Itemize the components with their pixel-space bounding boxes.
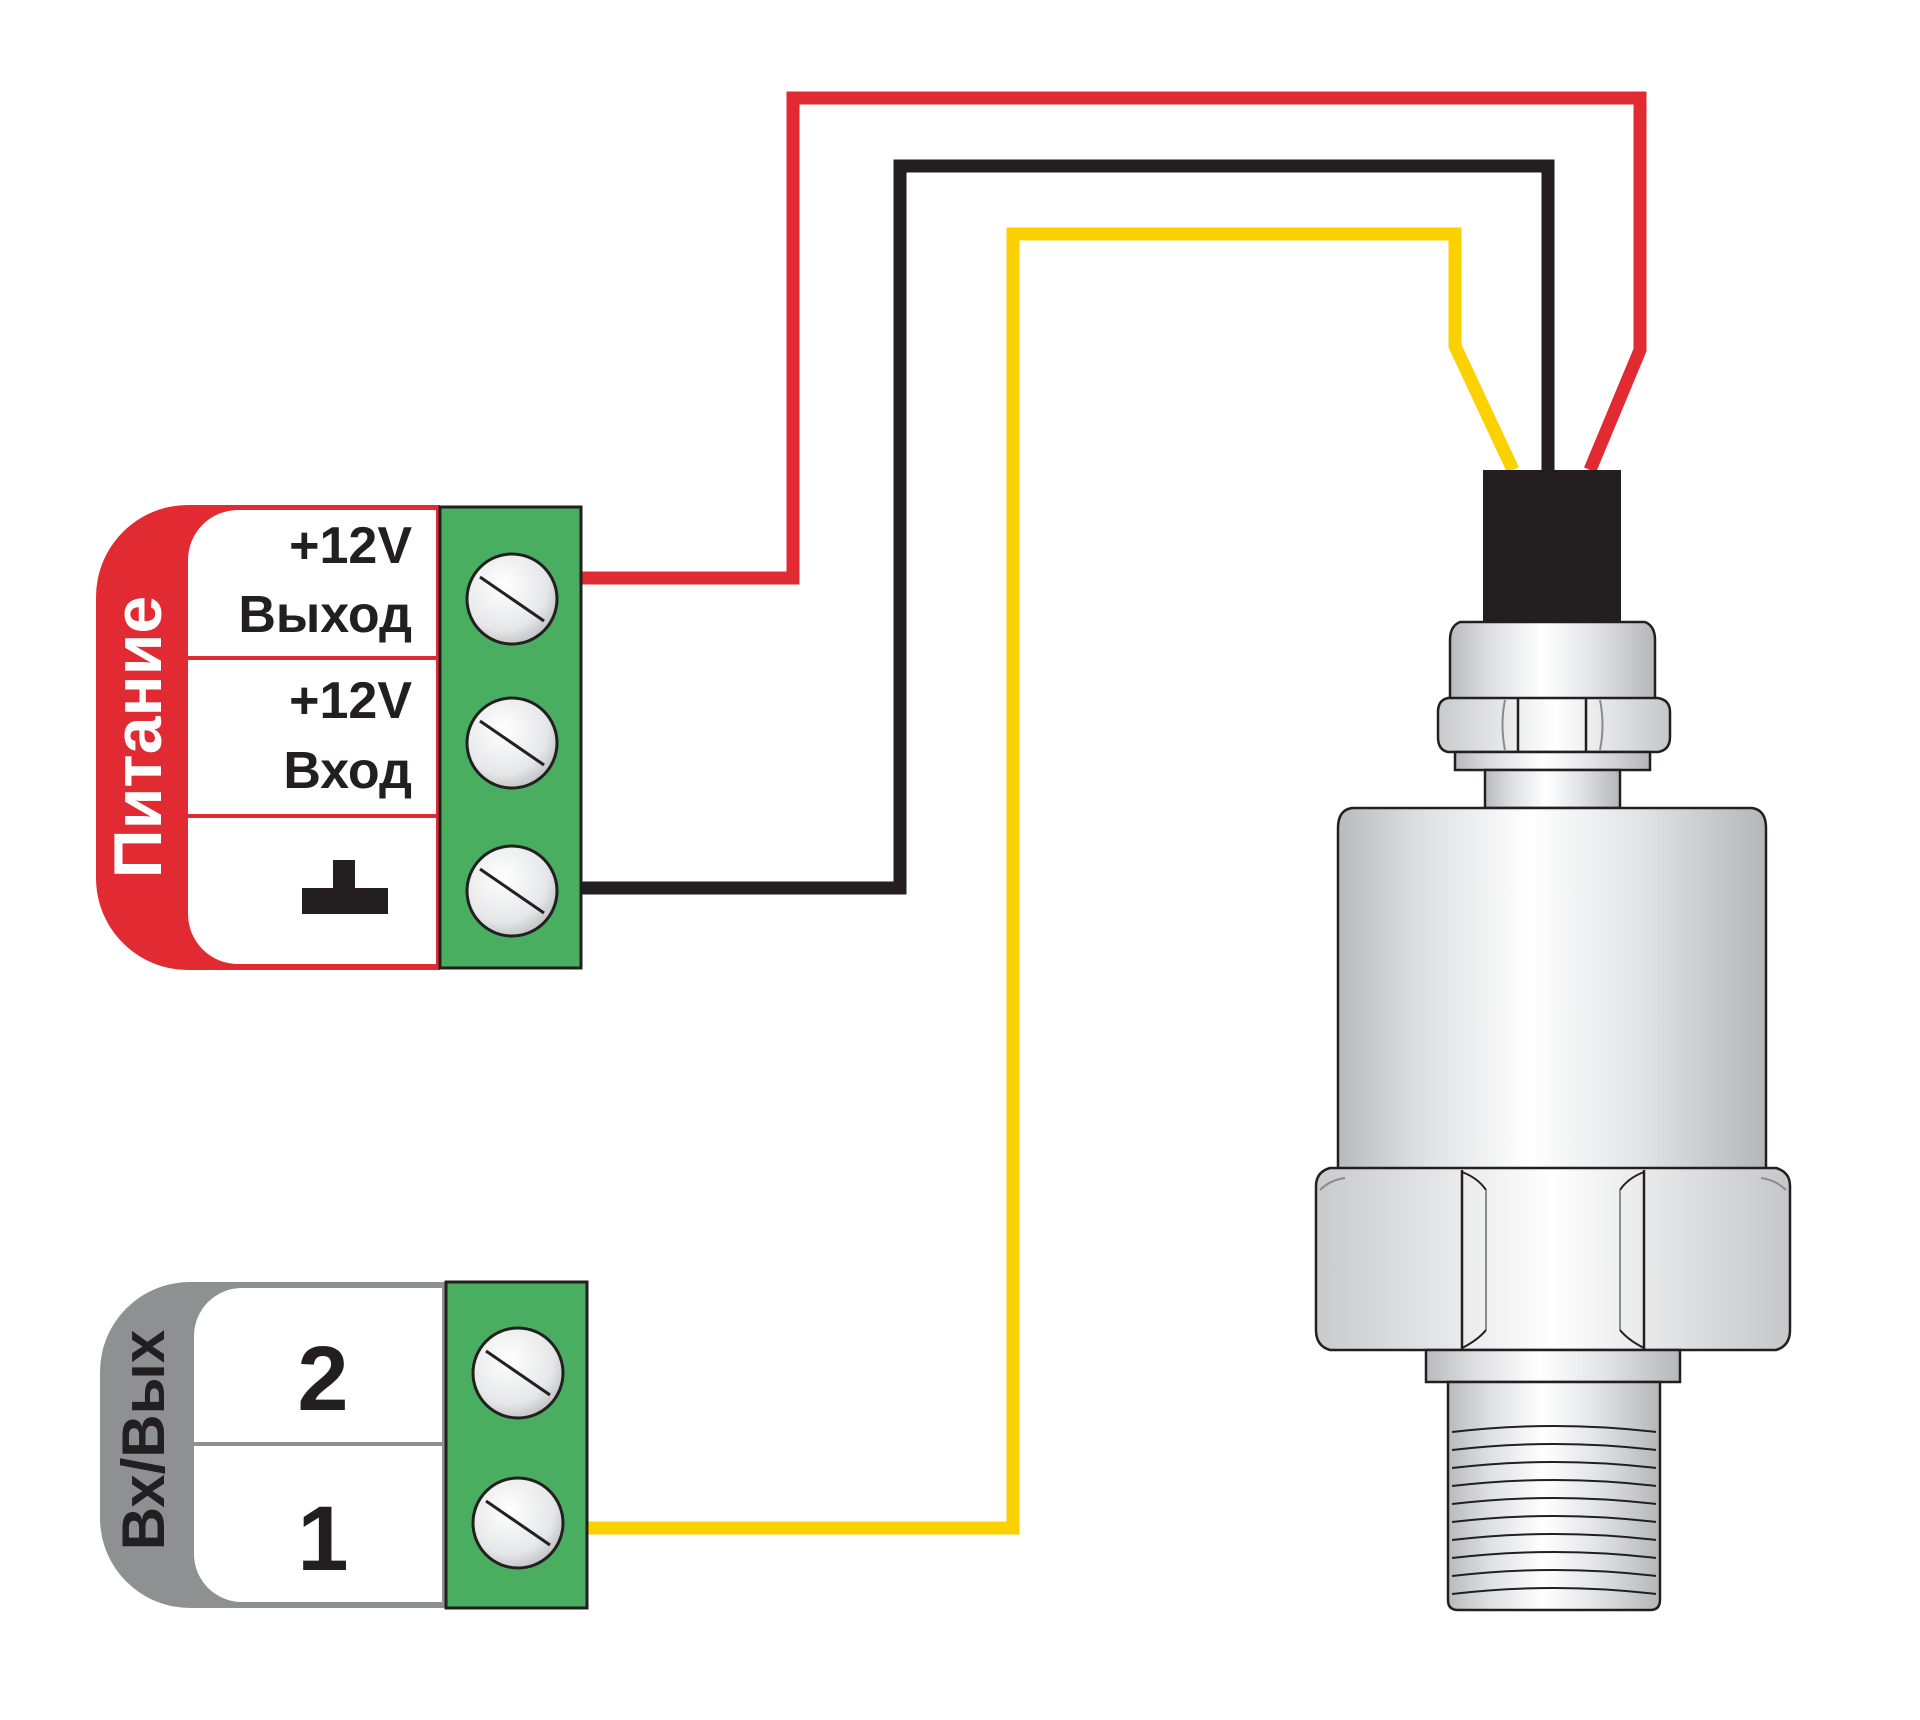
red-wire	[580, 91, 1647, 585]
sensor-small-nut	[1436, 696, 1672, 754]
screw-icon[interactable]	[471, 1476, 565, 1570]
thread-lines	[1451, 1425, 1657, 1595]
black-wire	[580, 159, 1555, 895]
ground-icon	[302, 860, 388, 914]
power-block-panel	[188, 510, 436, 964]
sensor-body	[1336, 806, 1768, 1172]
sensor-neck	[1448, 620, 1657, 704]
screw-icon[interactable]	[465, 552, 559, 646]
pressure-sensor-icon	[1314, 470, 1792, 1612]
power-block: Питание +12V Выход +12V Вход	[96, 505, 583, 970]
terminal-label: +12V	[289, 517, 412, 575]
terminal-number: 1	[297, 1488, 348, 1590]
screw-icon[interactable]	[465, 844, 559, 938]
sensor-large-hex	[1314, 1166, 1792, 1352]
terminal-label: Вход	[283, 742, 412, 800]
screw-icon[interactable]	[465, 696, 559, 790]
yellow-wire	[588, 227, 1519, 1535]
terminal-number: 2	[297, 1328, 348, 1430]
sensor-thread	[1446, 1380, 1662, 1612]
terminal-label: Выход	[238, 586, 412, 644]
terminal-label: +12V	[289, 672, 412, 730]
cable-sleeve	[1483, 470, 1621, 622]
io-block: Вх/Вых 2 1	[100, 1280, 589, 1610]
screw-icon[interactable]	[471, 1326, 565, 1420]
wires	[580, 91, 1647, 1535]
io-block-title: Вх/Вых	[110, 1330, 177, 1551]
power-block-title: Питание	[100, 596, 176, 879]
